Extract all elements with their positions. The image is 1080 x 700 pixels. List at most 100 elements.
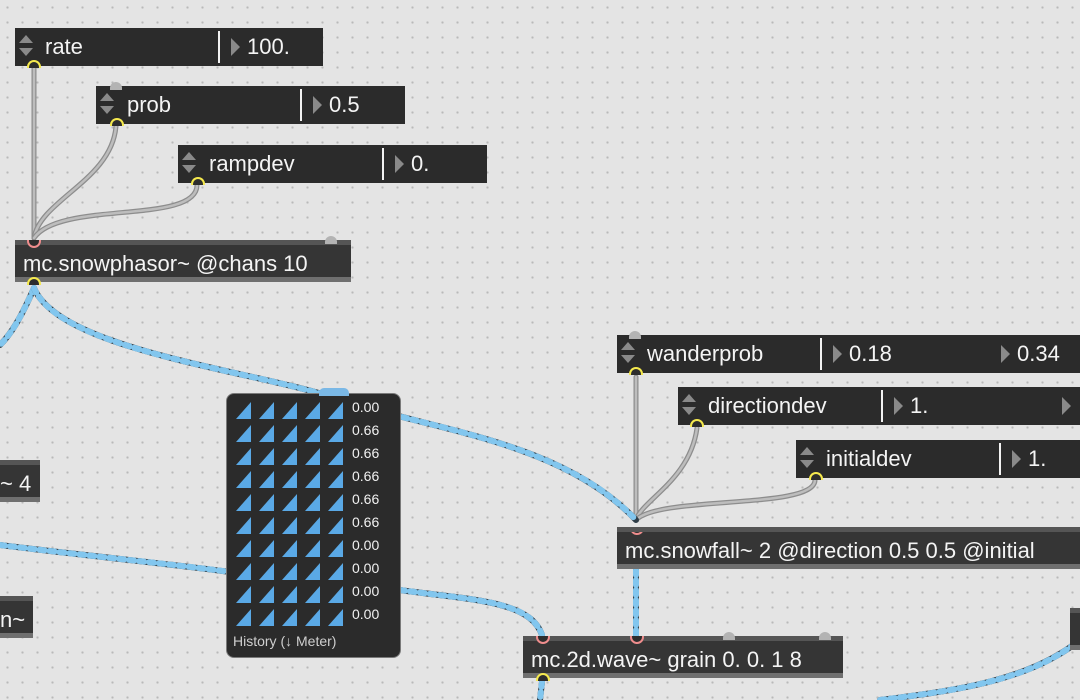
meter-inlet-tab[interactable] [319, 388, 349, 396]
stepper-arrows-icon[interactable] [682, 394, 696, 418]
outlet[interactable] [629, 367, 643, 375]
outlet[interactable] [191, 177, 205, 185]
meter-value: 0.66 [352, 445, 380, 461]
meter-history-cell [259, 540, 274, 557]
attrui-prob[interactable]: prob 0.5 [96, 82, 405, 126]
object-partial-left-1[interactable]: ~ 4 [0, 460, 40, 502]
meter-history-cell [236, 609, 251, 626]
number-triangle-icon [231, 38, 240, 56]
divider [382, 148, 384, 180]
meter-history-cell [305, 402, 320, 419]
attrui-value[interactable]: 0.5 [329, 92, 360, 117]
attrui-wanderprob[interactable]: wanderprob 0.18 0.34 [617, 331, 1080, 375]
divider [881, 390, 883, 422]
meter-history-cell [328, 425, 343, 442]
inlet[interactable] [630, 532, 644, 535]
inlet[interactable] [536, 636, 550, 644]
attrui-label: rate [45, 34, 83, 59]
meter-history-cell [259, 425, 274, 442]
attrui-value[interactable]: 100. [247, 34, 290, 59]
meter-row: 0.66 [232, 491, 379, 514]
meter-history-cell [328, 563, 343, 580]
meter-row: 0.66 [232, 514, 379, 537]
meter-history-cell [328, 402, 343, 419]
inlet[interactable] [27, 240, 41, 248]
inlet-knob[interactable] [629, 331, 641, 339]
meter-history-cell [259, 563, 274, 580]
object-mc-snowfall[interactable]: mc.snowfall~ 2 @direction 0.5 0.5 @initi… [617, 527, 1080, 569]
number-triangle-icon [1012, 450, 1021, 468]
meter-value: 0.66 [352, 422, 380, 438]
meter-history-cell [282, 471, 297, 488]
attrui-label: wanderprob [647, 341, 764, 366]
inlet-knob[interactable] [723, 632, 735, 640]
meter-history-cell [236, 448, 251, 465]
meter-history-cell [328, 586, 343, 603]
attrui-label: directiondev [708, 393, 827, 418]
attrui-value[interactable]: 1. [910, 393, 929, 418]
attrui-rampdev[interactable]: rampdev 0. [178, 145, 487, 185]
outlet[interactable] [690, 419, 704, 427]
outlet[interactable] [110, 118, 124, 126]
attrui-value-1[interactable]: 0.18 [849, 341, 892, 366]
stepper-arrows-icon[interactable] [621, 342, 635, 366]
meter-history-cell [259, 494, 274, 511]
meter-row: 0.00 [232, 537, 379, 560]
mc-cord-right-bottom[interactable] [877, 637, 1080, 700]
outlet[interactable] [27, 277, 41, 285]
inlet-knob[interactable] [325, 236, 337, 244]
meter-history-cell [328, 517, 343, 534]
mc-cord-phasor-to-meter[interactable] [31, 285, 338, 401]
meter-row: 0.00 [232, 606, 379, 629]
mc-cord-left-to-meter[interactable] [0, 542, 233, 575]
attrui-directiondev[interactable]: directiondev 1. [678, 387, 1080, 427]
meter-history-cell [305, 563, 320, 580]
object-partial-left-2[interactable]: n~ [0, 596, 33, 638]
inlet-knob[interactable] [110, 82, 122, 90]
meter-history-cell [282, 586, 297, 603]
mc-cord-phasor-left[interactable] [0, 285, 37, 348]
meter-history-cell [305, 471, 320, 488]
inlet[interactable] [630, 636, 644, 644]
cord-prob[interactable] [31, 123, 119, 241]
object-partial-right[interactable] [1070, 608, 1080, 650]
attrui-value[interactable]: 0. [411, 151, 430, 176]
meter-history-cell [236, 471, 251, 488]
attrui-value-2[interactable]: 0.34 [1017, 341, 1060, 366]
mc-cord-wave-out[interactable] [537, 679, 545, 700]
meter-row: 0.66 [232, 468, 379, 491]
attrui-initialdev[interactable]: initialdev 1. [796, 440, 1080, 480]
meter-row: 0.00 [232, 560, 379, 583]
meter-history-cell [328, 494, 343, 511]
meter-history-cell [282, 494, 297, 511]
outlet[interactable] [536, 673, 550, 681]
divider [820, 338, 822, 370]
object-mc-snowphasor[interactable]: mc.snowphasor~ @chans 10 [15, 236, 351, 285]
mc-cord-meter-to-wave[interactable] [397, 587, 545, 638]
outlet[interactable] [27, 60, 41, 68]
number-triangle-icon [1062, 397, 1071, 415]
meter-history-cell [282, 517, 297, 534]
object-mc-2d-wave[interactable]: mc.2d.wave~ grain 0. 0. 1 8 [523, 632, 843, 681]
meter-history-cell [328, 609, 343, 626]
stepper-arrows-icon[interactable] [100, 93, 114, 117]
stepper-arrows-icon[interactable] [19, 35, 33, 59]
meter-history-cell [305, 448, 320, 465]
number-triangle-icon [833, 345, 842, 363]
attrui-rate[interactable]: rate 100. [15, 28, 323, 68]
attrui-value[interactable]: 1. [1028, 446, 1047, 471]
object-text: mc.2d.wave~ grain 0. 0. 1 8 [531, 647, 802, 672]
outlet[interactable] [809, 472, 823, 480]
meter-history-cell [305, 540, 320, 557]
attrui-label: rampdev [209, 151, 295, 176]
outlet[interactable] [630, 564, 644, 569]
meter-caption: History (↓ Meter) [233, 633, 337, 649]
cord-rampdev[interactable] [31, 182, 200, 241]
stepper-arrows-icon[interactable] [182, 152, 196, 176]
meter-value: 0.66 [352, 491, 380, 507]
stepper-arrows-icon[interactable] [800, 447, 814, 471]
inlet-knob[interactable] [819, 632, 831, 640]
